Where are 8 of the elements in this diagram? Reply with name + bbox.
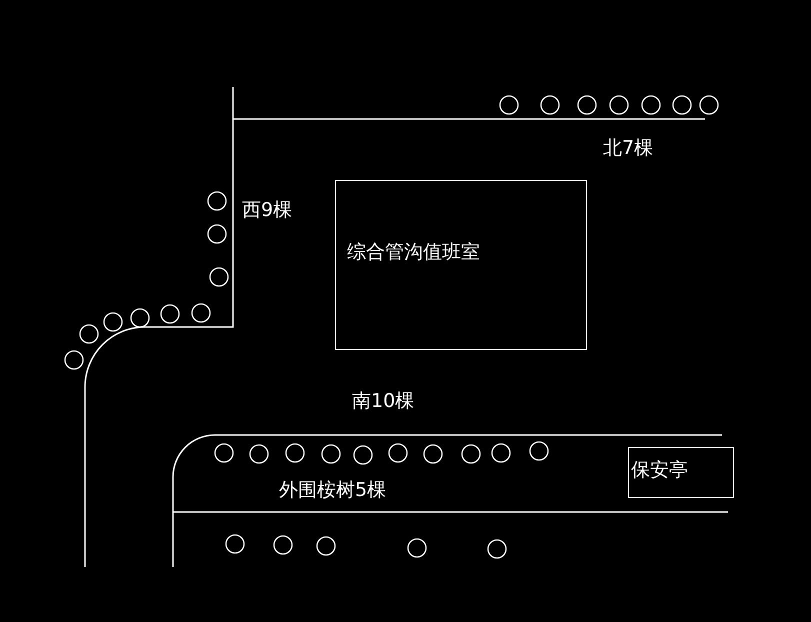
tree-count-label: 南10棵 — [352, 390, 414, 413]
building-box — [335, 180, 587, 350]
room-name: 保安亭 — [631, 459, 688, 482]
room-name: 综合管沟值班室 — [347, 241, 480, 264]
tree-count-label: 西9棵 — [242, 199, 292, 222]
guard-booth-box — [628, 447, 734, 498]
tree-count-label: 北7棵 — [603, 137, 654, 160]
tree-count-label: 外围桉树5棵 — [279, 479, 386, 502]
